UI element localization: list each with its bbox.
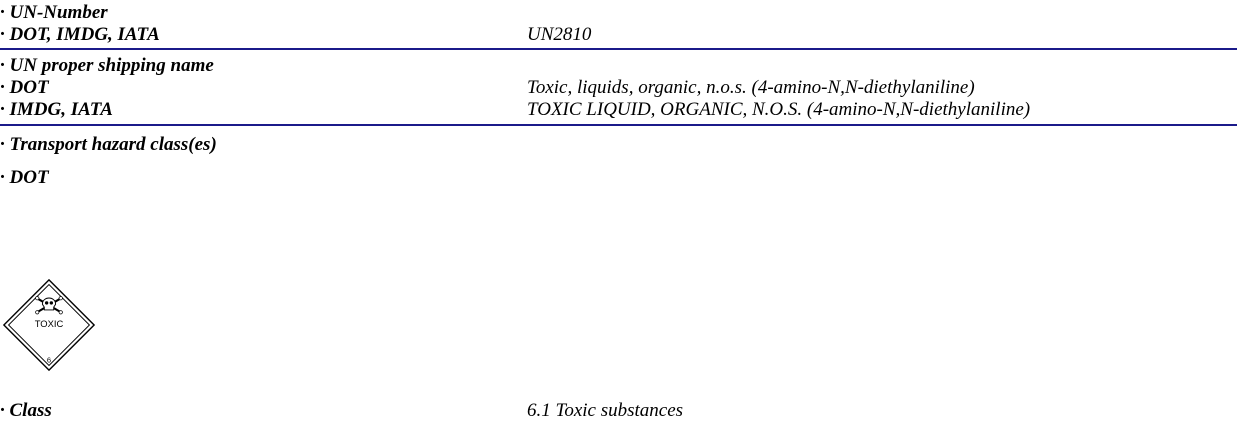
class-label: · Class — [0, 400, 52, 421]
section-divider — [0, 48, 1237, 50]
shipping-name-imdg-value: TOXIC LIQUID, ORGANIC, N.O.S. (4-amino-N… — [527, 99, 1031, 120]
toxic-label-text: TOXIC — [35, 318, 64, 329]
un-number-heading: · UN-Number — [0, 2, 108, 23]
toxic-hazard-label-icon: TOXIC 6 — [2, 278, 96, 372]
section-divider — [0, 124, 1237, 126]
toxic-label-number: 6 — [47, 356, 51, 365]
class-value: 6.1 Toxic substances — [527, 400, 684, 421]
shipping-name-heading: · UN proper shipping name — [0, 55, 214, 76]
shipping-name-dot-value: Toxic, liquids, organic, n.o.s. (4-amino… — [527, 77, 975, 98]
un-number-label: · DOT, IMDG, IATA — [0, 24, 160, 45]
hazard-dot-label: · DOT — [0, 167, 49, 188]
shipping-name-dot-label: · DOT — [0, 77, 49, 98]
shipping-name-imdg-label: · IMDG, IATA — [0, 99, 113, 120]
un-number-value: UN2810 — [527, 24, 592, 45]
hazard-class-heading: · Transport hazard class(es) — [0, 134, 217, 155]
